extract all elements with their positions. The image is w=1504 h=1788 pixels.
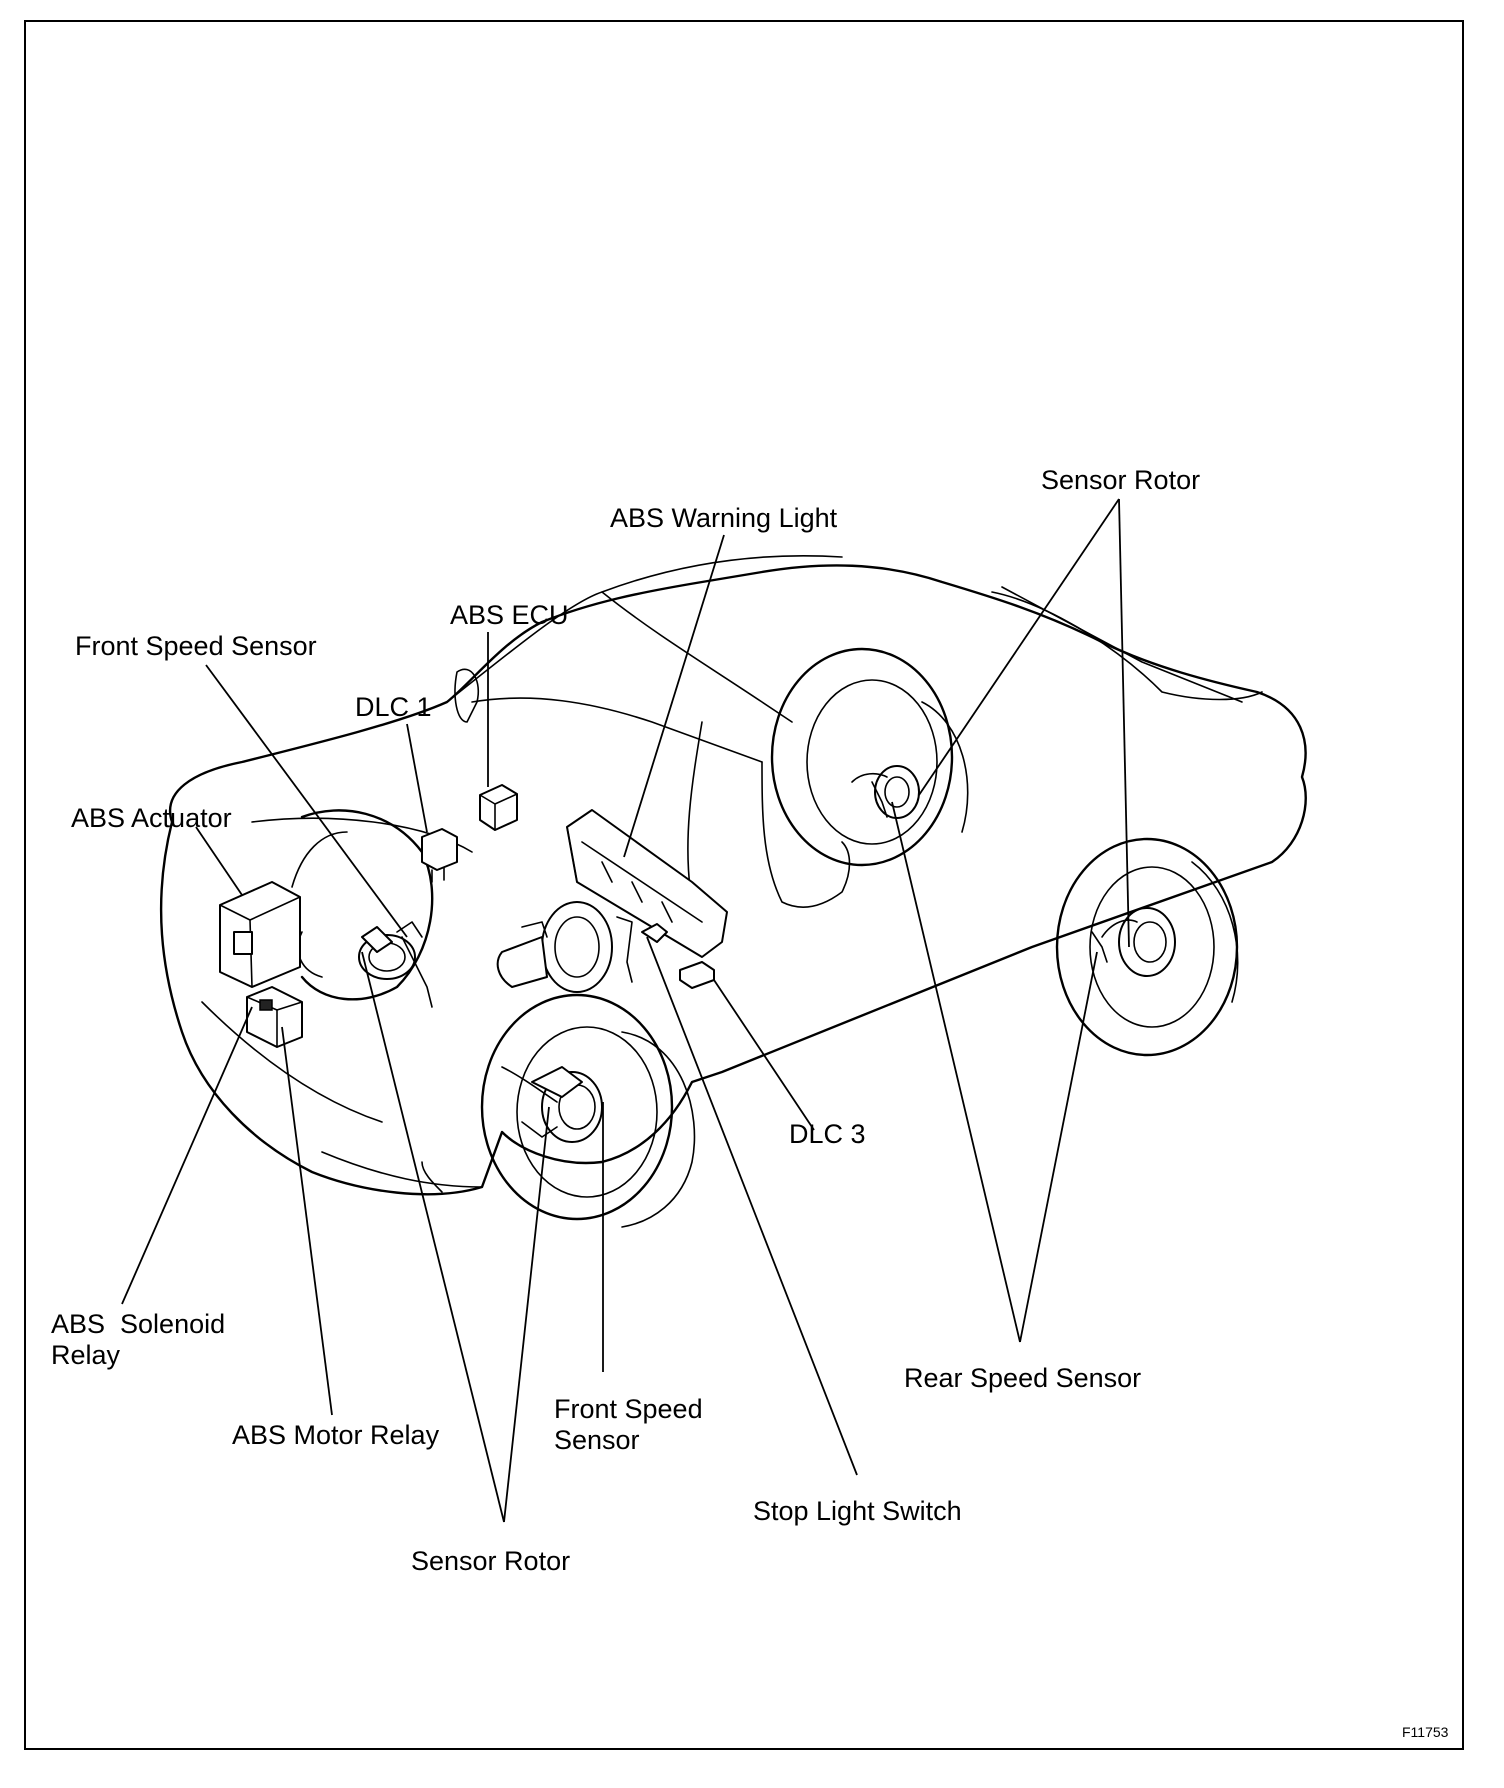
- rear-right-wheel: [1055, 837, 1239, 1057]
- front-speed-sensor-left-part: [358, 921, 433, 1008]
- label-front-speed-sensor-bottom-line1: Front Speed: [554, 1394, 703, 1424]
- label-rear-speed-sensor: Rear Speed Sensor: [904, 1363, 1142, 1393]
- instrument-cluster-part: [566, 809, 728, 958]
- brake-booster-part: [496, 901, 613, 993]
- front-speed-sensor-right-part: [501, 1066, 603, 1143]
- car-illustration: [121, 498, 1307, 1523]
- label-stop-light-switch: Stop Light Switch: [753, 1496, 962, 1526]
- front-left-wheel: [291, 809, 434, 1001]
- abs-ecu-part: [479, 784, 518, 831]
- rear-left-wheel: [770, 647, 969, 867]
- label-dlc1: DLC 1: [355, 692, 432, 722]
- figure-id: F11753: [1402, 1724, 1449, 1740]
- abs-actuator-part: [219, 881, 301, 988]
- front-right-wheel: [480, 993, 696, 1228]
- label-front-speed-sensor-bottom-line2: Sensor: [554, 1425, 640, 1455]
- leader-lines: [121, 498, 1130, 1523]
- diagram-frame: Sensor Rotor ABS Warning Light ABS ECU F…: [24, 20, 1464, 1750]
- rear-right-hub-part: [1091, 907, 1176, 977]
- label-dlc3: DLC 3: [789, 1119, 866, 1149]
- rear-left-hub-part: [851, 765, 920, 819]
- label-abs-actuator: ABS Actuator: [71, 803, 232, 833]
- label-abs-solenoid-relay-line2: Relay: [51, 1340, 121, 1370]
- label-front-speed-sensor-top: Front Speed Sensor: [75, 631, 317, 661]
- label-abs-motor-relay: ABS Motor Relay: [232, 1420, 440, 1450]
- abs-solenoid-relay-part: [246, 986, 303, 1048]
- stop-light-switch-part: [616, 916, 668, 983]
- label-sensor-rotor-rear: Sensor Rotor: [1041, 465, 1201, 495]
- car-body: [159, 555, 1307, 1196]
- label-abs-ecu: ABS ECU: [450, 600, 569, 630]
- label-front-speed-sensor-bottom: Front Speed Sensor: [554, 1394, 703, 1456]
- label-abs-warning-light: ABS Warning Light: [610, 503, 838, 533]
- dlc3-part: [679, 961, 715, 989]
- label-abs-solenoid-relay-line1: ABS Solenoid: [51, 1309, 226, 1339]
- label-sensor-rotor-front: Sensor Rotor: [411, 1546, 571, 1576]
- dlc1-part: [421, 828, 458, 883]
- label-abs-solenoid-relay: ABS Solenoid Relay: [51, 1309, 225, 1371]
